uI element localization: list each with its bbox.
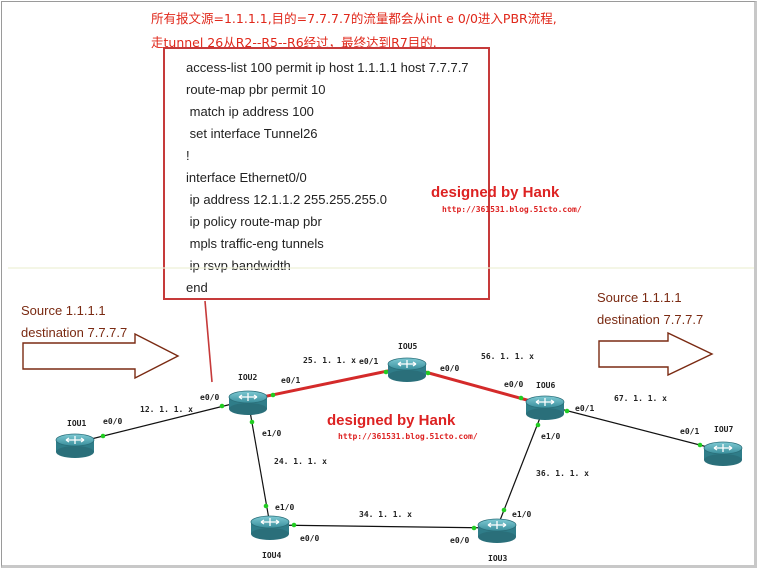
router-label-iou1: IOU1: [67, 419, 86, 428]
config-line: set interface Tunnel26: [186, 126, 318, 141]
link-endpoint-dots: [100, 369, 703, 531]
destination-label: destination 7.7.7.7: [597, 312, 704, 327]
source-label: Source 1.1.1.1: [21, 303, 106, 318]
router-icon: [703, 441, 743, 467]
interface-label: e0/0: [300, 534, 319, 543]
router-icon: [477, 518, 517, 544]
pbr-note-line-2: 走tunnel 26从R2--R5--R6经过，最终达到R7目的.: [151, 35, 437, 50]
link-iou4-iou3: [269, 524, 498, 529]
config-line: match ip address 100: [186, 104, 314, 119]
router-label-iou6: IOU6: [536, 381, 555, 390]
router-label-iou7: IOU7: [714, 425, 733, 434]
config-line: route-map pbr permit 10: [186, 82, 326, 97]
interface-label: e1/0: [512, 510, 531, 519]
router-label-iou4: IOU4: [262, 551, 281, 560]
router-icon: [250, 515, 290, 541]
router-icon: [228, 390, 268, 416]
interface-label: e1/0: [541, 432, 560, 441]
interface-label: e0/1: [680, 427, 699, 436]
config-line: interface Ethernet0/0: [186, 170, 307, 185]
flow-arrow-right: [598, 331, 714, 377]
interface-label: e1/0: [275, 503, 294, 512]
interface-label: e0/0: [440, 364, 459, 373]
interface-label: e0/0: [103, 417, 122, 426]
config-line: ip address 12.1.1.2 255.255.255.0: [186, 192, 387, 207]
flow-arrow-left: [22, 332, 180, 380]
signature-title: designed by Hank: [431, 184, 560, 201]
signature-url: http://361531.blog.51cto.com/: [338, 432, 478, 441]
link-iou6-iou7: [544, 404, 724, 452]
router-label-iou2: IOU2: [238, 373, 257, 382]
router-label-iou3: IOU3: [488, 554, 507, 563]
config-line: mpls traffic-eng tunnels: [186, 236, 324, 251]
config-box: access-list 100 permit ip host 1.1.1.1 h…: [163, 47, 490, 300]
config-line: end: [186, 280, 208, 295]
config-line: !: [186, 148, 190, 163]
router-icon: [525, 395, 565, 421]
config-line: access-list 100 permit ip host 1.1.1.1 h…: [186, 60, 469, 75]
network-label-24: 24. 1. 1. x: [274, 457, 327, 466]
source-label: Source 1.1.1.1: [597, 290, 682, 305]
interface-label: e1/0: [262, 429, 281, 438]
pbr-note-line-1: 所有报文源=1.1.1.1,目的=7.7.7.7的流量都会从int e 0/0进…: [151, 11, 557, 26]
config-line: ip policy route-map pbr: [186, 214, 322, 229]
router-label-iou5: IOU5: [398, 342, 417, 351]
router-icon: [55, 433, 95, 459]
signature-url: http://361531.blog.51cto.com/: [442, 205, 582, 214]
network-label-67: 67. 1. 1. x: [614, 394, 667, 403]
network-label-36: 36. 1. 1. x: [536, 469, 589, 478]
signature-title: designed by Hank: [327, 412, 456, 429]
interface-label: e0/1: [575, 404, 594, 413]
network-label-34: 34. 1. 1. x: [359, 510, 412, 519]
network-label-25: 25. 1. 1. x: [303, 356, 356, 365]
interface-label: e0/0: [200, 393, 219, 402]
interface-label: e0/0: [504, 380, 523, 389]
interface-label: e0/0: [450, 536, 469, 545]
config-line: ip rsvp bandwidth: [186, 258, 291, 273]
destination-label: destination 7.7.7.7: [21, 325, 128, 340]
network-label-12: 12. 1. 1. x: [140, 405, 193, 414]
interface-label: e0/1: [359, 357, 378, 366]
interface-label: e0/1: [281, 376, 300, 385]
router-icon: [387, 357, 427, 383]
network-label-56: 56. 1. 1. x: [481, 352, 534, 361]
config-leader-line: [204, 300, 213, 383]
